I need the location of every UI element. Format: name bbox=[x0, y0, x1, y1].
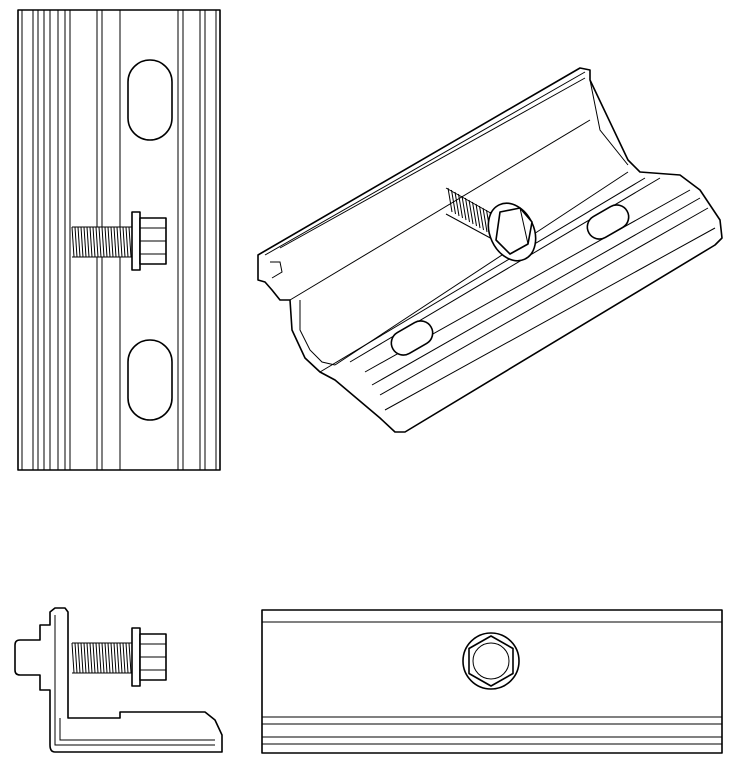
slot-far bbox=[586, 204, 630, 240]
bolt-iso bbox=[445, 187, 537, 262]
isometric-view bbox=[257, 67, 723, 433]
slot-near bbox=[390, 320, 434, 356]
slot-lower bbox=[127, 339, 173, 421]
side-profile bbox=[14, 607, 223, 753]
top-view bbox=[261, 609, 723, 754]
front-view bbox=[17, 9, 221, 471]
bolt-side bbox=[71, 211, 167, 271]
slot-upper bbox=[127, 59, 173, 141]
